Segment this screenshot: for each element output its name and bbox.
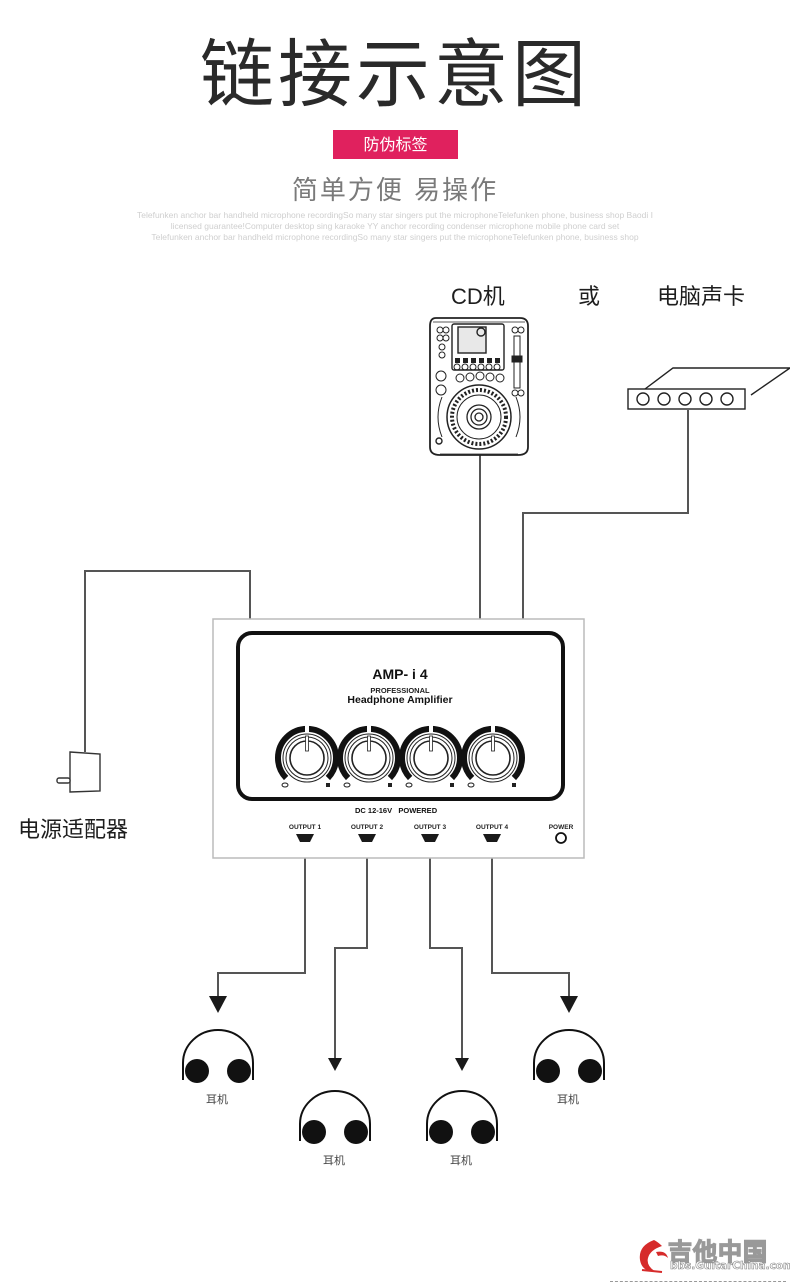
output-2-label: OUTPUT 2 — [351, 824, 384, 831]
power-adapter-icon — [56, 751, 101, 793]
headphones-icon — [182, 1029, 254, 1083]
ear-cup — [578, 1059, 602, 1083]
dragon-logo-icon — [639, 1240, 668, 1273]
headphone-4-label: 耳机 — [557, 1093, 579, 1106]
sound-card-label: 电脑声卡 — [657, 284, 746, 309]
arrow-down-icon — [328, 1058, 342, 1071]
volume-knob-icon — [461, 725, 525, 788]
output2-cable — [334, 858, 368, 1060]
arrow-down-icon — [209, 996, 227, 1013]
output-1-label: OUTPUT 1 — [289, 824, 322, 831]
output-jack-icon — [358, 834, 376, 842]
headphones-icon — [299, 1090, 371, 1144]
arrow-down-icon — [455, 1058, 469, 1071]
power-label: POWER — [549, 824, 574, 831]
output-3-label: OUTPUT 3 — [414, 824, 447, 831]
power-adapter-label: 电源适配器 — [18, 817, 129, 842]
output-jack-icon — [421, 834, 439, 842]
volume-knobs — [275, 725, 525, 788]
power-cable — [84, 570, 251, 752]
headphone-2-label: 耳机 — [323, 1154, 345, 1167]
amp-professional: PROFESSIONAL — [370, 686, 430, 695]
output-jack-icon — [483, 834, 501, 842]
or-label: 或 — [578, 284, 601, 309]
volume-knob-icon — [275, 725, 339, 788]
subtitle: 简单方便 易操作 — [291, 176, 499, 206]
arrowheads — [209, 996, 578, 1071]
headphone-1-label: 耳机 — [206, 1093, 228, 1106]
headphone-3-label: 耳机 — [450, 1154, 472, 1167]
watermark-url: bbs.GuitarChina.com — [670, 1260, 790, 1273]
ear-cup — [471, 1120, 495, 1144]
page-title: 链接示意图 — [200, 32, 590, 118]
cables — [84, 410, 689, 1060]
watermark-logo: 吉他中国 bbs.GuitarChina.com — [632, 1232, 790, 1276]
cd-player-icon — [429, 317, 529, 456]
amp-description: Headphone Amplifier — [347, 694, 452, 706]
sound-card-icon — [627, 367, 790, 410]
ear-cup — [536, 1059, 560, 1083]
filler-text: Telefunken anchor bar handheld microphon… — [0, 210, 790, 243]
headphone-amplifier — [212, 618, 585, 859]
watermark-divider — [610, 1281, 786, 1282]
headphones-group — [182, 1029, 605, 1144]
ear-cup — [344, 1120, 368, 1144]
output1-cable — [217, 858, 306, 1000]
output4-cable — [491, 858, 570, 1000]
ear-cup — [185, 1059, 209, 1083]
amp-model: AMP- i 4 — [372, 666, 427, 682]
arrow-down-icon — [560, 996, 578, 1013]
ear-cup — [302, 1120, 326, 1144]
watermark-brand: 吉他中国 — [667, 1237, 768, 1266]
output3-cable — [429, 858, 463, 1060]
ear-cup — [429, 1120, 453, 1144]
cd-player-label: CD机 — [451, 284, 505, 309]
volume-knob-icon — [399, 725, 463, 788]
headphones-icon — [426, 1090, 498, 1144]
filler-line: Telefunken anchor bar handheld microphon… — [137, 210, 653, 220]
soundcard-cable — [522, 410, 689, 619]
output-4-label: OUTPUT 4 — [476, 824, 509, 831]
volume-knob-icon — [337, 725, 401, 788]
power-led-icon — [555, 832, 567, 844]
ear-cup — [227, 1059, 251, 1083]
headphones-icon — [533, 1029, 605, 1083]
anti-counterfeit-badge: 防伪标签 — [333, 130, 458, 159]
output-jacks — [296, 834, 501, 842]
output-jack-icon — [296, 834, 314, 842]
filler-line: licensed guarantee!Computer desktop sing… — [170, 221, 620, 231]
amp-power-spec: DC 12-16V POWERED — [355, 806, 438, 815]
filler-line: Telefunken anchor bar handheld microphon… — [151, 232, 639, 242]
